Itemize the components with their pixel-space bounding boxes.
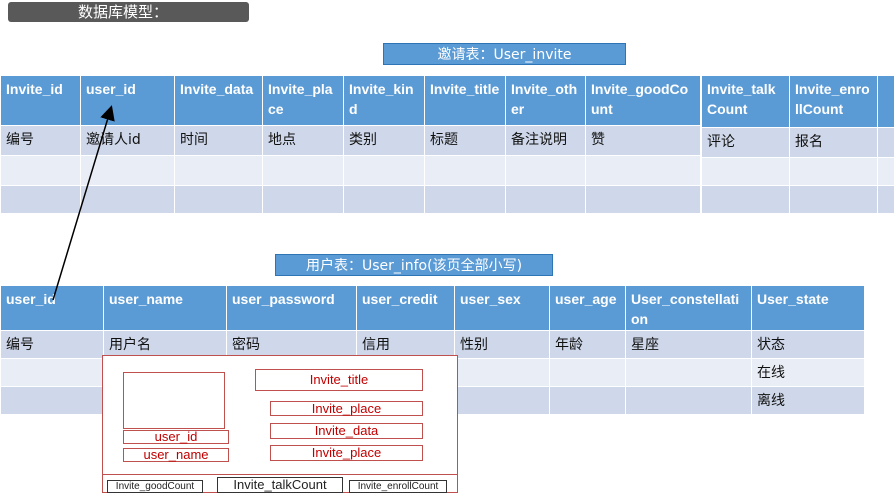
state-offline: 离线 [751,386,865,415]
col-invite-goodcount: Invite_goodCount [585,75,701,126]
table-cell [585,185,701,214]
table-cell [625,386,752,415]
sketch-talk-count: Invite_talkCount [217,477,343,493]
col-user-constellation: User_constellation [625,285,752,331]
sketch-divider [103,474,457,475]
desc-invite-other: 备注说明 [505,125,586,156]
col-user-sex: user_sex [454,285,550,331]
desc-invite-id: 编号 [0,125,81,156]
col-invite-title: Invite_title [424,75,506,126]
sketch-enroll-count: Invite_enrollCount [349,480,447,493]
col-user-state: User_state [751,285,865,331]
table-cell [625,358,752,387]
table-cell [701,157,790,186]
table-cell [0,386,104,415]
col-invite-talkcount: Invite_talkCount [701,75,790,128]
col-invite-data: Invite_data [174,75,263,126]
col-invite-enrollcount: Invite_enrollCount [789,75,878,128]
desc-invite-goodcount: 赞 [585,125,701,156]
sketch-invite-data: Invite_data [270,423,423,439]
invite-table-continued: Invite_talkCount Invite_enrollCount 评论 报… [701,75,894,214]
table-cell [454,386,550,415]
col-invite-id: Invite_id [0,75,81,126]
table-cell [877,157,894,186]
table-cell [877,185,894,214]
sketch-good-count: Invite_goodCount [107,480,203,493]
desc-invite-data: 时间 [174,125,263,156]
table-cell [80,185,175,214]
table-cell [701,185,790,214]
col-user-name: user_name [103,285,227,331]
sketch-user-name: user_name [123,448,229,462]
desc-user-sex: 性别 [454,330,550,359]
desc-user-credit: 信用 [356,330,455,359]
page-title: 数据库模型： [8,2,249,22]
col-user-age: user_age [549,285,626,331]
table-cell [0,155,81,186]
desc-user-constellation: 星座 [625,330,752,359]
table-cell [789,185,878,214]
state-online: 在线 [751,358,865,387]
table-cell [877,127,894,158]
sketch-invite-title: Invite_title [255,369,423,391]
col-user-id: user_id [80,75,175,126]
invite-table: Invite_id user_id Invite_data Invite_pla… [0,75,701,214]
desc-invite-kind: 类别 [343,125,425,156]
col-user-password: user_password [226,285,357,331]
col-user-credit: user_credit [356,285,455,331]
desc-invite-title: 标题 [424,125,506,156]
sketch-invite-place-1: Invite_place [270,401,423,416]
table-cell [505,185,586,214]
desc-user-password: 密码 [226,330,357,359]
sketch-invite-place-2: Invite_place [270,445,423,461]
sketch-user-id: user_id [123,430,229,444]
table-cell [549,386,626,415]
table-cell [549,358,626,387]
table-cell [454,358,550,387]
ui-sketch: Invite_title Invite_place Invite_data In… [102,355,458,493]
image-placeholder [123,372,225,429]
table-cell [262,155,344,186]
desc-user-age: 年龄 [549,330,626,359]
table-cell [0,185,81,214]
table-cell [0,358,104,387]
table-cell [585,155,701,186]
table-cell [877,75,894,128]
relation-arrow-line [52,105,115,301]
invite-table-caption: 邀请表：User_invite [383,43,626,65]
col-invite-other: Invite_other [505,75,586,126]
col-user-id: user_id [0,285,104,331]
table-cell [789,157,878,186]
table-cell [343,185,425,214]
col-invite-kind: Invite_kind [343,75,425,126]
user-table-caption: 用户表：User_info(该页全部小写) [275,254,553,276]
table-cell [262,185,344,214]
desc-invite-place: 地点 [262,125,344,156]
desc-user-state: 状态 [751,330,865,359]
